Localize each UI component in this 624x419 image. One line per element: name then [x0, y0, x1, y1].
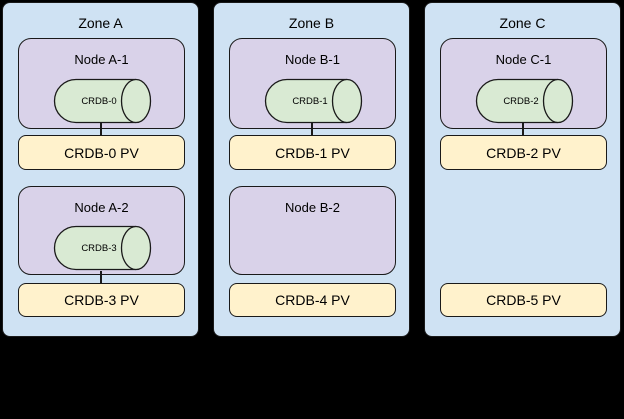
zone-title: Zone B — [288, 15, 335, 31]
connector-line — [311, 123, 313, 136]
database-cylinder-icon — [475, 78, 574, 124]
connector-line — [522, 123, 524, 136]
connector-line — [100, 271, 102, 284]
node-label: Node B-2 — [285, 200, 340, 215]
pod-label: CRDB-1 — [292, 95, 328, 107]
pv-crdb-5: CRDB-5 PV — [440, 283, 607, 317]
node-label: Node A-1 — [74, 52, 129, 67]
database-cylinder-icon — [264, 78, 363, 124]
pod-label: CRDB-3 — [81, 242, 117, 254]
database-cylinder-icon — [53, 78, 152, 124]
node-b1: Node B-1 CRDB-1 — [229, 38, 396, 129]
pv-crdb-4: CRDB-4 PV — [229, 283, 396, 317]
database-cylinder-icon — [53, 225, 152, 271]
pod-crdb-3: CRDB-3 — [52, 225, 152, 271]
connector-line — [100, 123, 102, 136]
node-label: Node C-1 — [495, 52, 552, 67]
pod-label: CRDB-2 — [503, 95, 539, 107]
pv-crdb-2: CRDB-2 PV — [440, 135, 607, 170]
zone-b: Zone B Node B-1 CRDB-1 CRDB-1 PV Node B-… — [213, 2, 410, 337]
pv-crdb-1: CRDB-1 PV — [229, 135, 396, 170]
zone-title: Zone C — [499, 15, 546, 31]
node-a1: Node A-1 CRDB-0 — [18, 38, 185, 129]
pod-label: CRDB-0 — [81, 95, 117, 107]
pv-crdb-3: CRDB-3 PV — [18, 283, 185, 317]
zone-c: Zone C Node C-1 CRDB-2 CRDB-2 PV CRDB-5 … — [424, 2, 621, 337]
pod-crdb-1: CRDB-1 — [263, 78, 363, 124]
node-label: Node A-2 — [74, 200, 129, 215]
pod-crdb-0: CRDB-0 — [52, 78, 152, 124]
pv-crdb-0: CRDB-0 PV — [18, 135, 185, 170]
zone-a: Zone A Node A-1 CRDB-0 CRDB-0 PV Node A-… — [2, 2, 199, 337]
zone-title: Zone A — [78, 15, 123, 31]
node-b2: Node B-2 — [229, 186, 396, 275]
pod-crdb-2: CRDB-2 — [474, 78, 574, 124]
node-a2: Node A-2 CRDB-3 — [18, 186, 185, 275]
node-label: Node B-1 — [285, 52, 340, 67]
node-c1: Node C-1 CRDB-2 — [440, 38, 607, 129]
